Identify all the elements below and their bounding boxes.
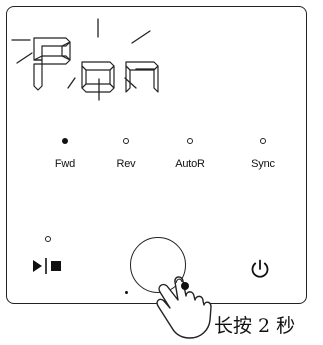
mode-autor: AutoR (160, 138, 220, 170)
lcd-text-pon (33, 37, 159, 93)
play-stop-icon[interactable] (30, 256, 70, 276)
indicator-led-off (260, 138, 266, 144)
indicator-led-off (187, 138, 193, 144)
mode-label: Rev (116, 158, 136, 170)
lcd-display (11, 18, 159, 101)
button-indicator-dot (125, 291, 128, 294)
mode-label: AutoR (175, 158, 205, 170)
long-press-hint: 长按 2 秒 (214, 315, 296, 337)
power-icon[interactable] (249, 258, 271, 280)
indicator-led-on (62, 138, 68, 144)
mode-label: Fwd (54, 158, 76, 170)
play-stop-indicator-led (45, 236, 51, 242)
blink-rays (11, 18, 155, 101)
pointing-hand-icon (156, 276, 212, 339)
mode-label: Sync (251, 158, 275, 170)
mode-rev: Rev (96, 138, 156, 170)
indicator-led-off (123, 138, 129, 144)
mode-fwd: Fwd (35, 138, 95, 170)
mode-sync: Sync (233, 138, 293, 170)
